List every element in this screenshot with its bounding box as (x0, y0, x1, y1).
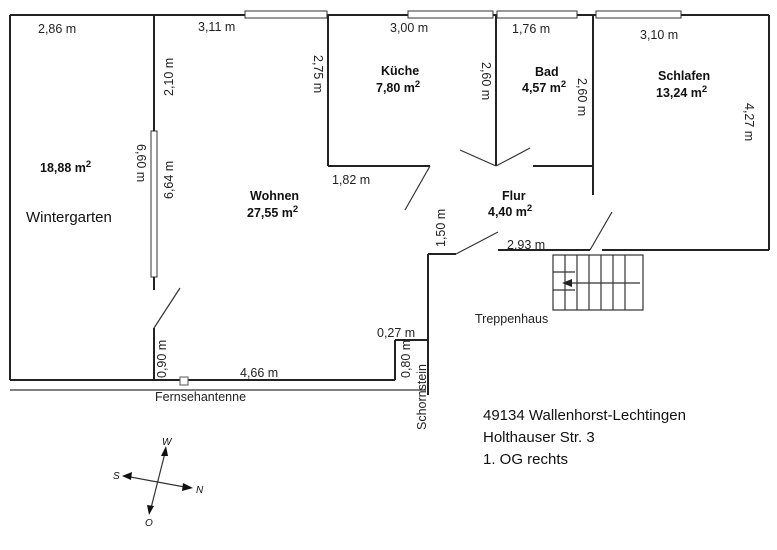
dim-3-10: 3,10 m (640, 28, 678, 42)
stair-arrow-head (562, 279, 572, 287)
treppenhaus-label: Treppenhaus (475, 312, 548, 326)
windows (150, 10, 682, 278)
dim-2-60-kueche: 2,60 m (479, 62, 493, 100)
room-kueche-name: Küche (381, 64, 419, 78)
compass-w: W (162, 437, 173, 448)
dim-3-11: 3,11 m (198, 20, 235, 34)
room-labels: 18,88 m2 Wintergarten Wohnen 27,55 m2 Kü… (26, 64, 710, 226)
dim-2-86: 2,86 m (38, 22, 76, 36)
room-wohnen-area: 27,55 m2 (247, 204, 298, 220)
dim-4-27: 4,27 m (742, 103, 756, 141)
compass-icon: W S N O (113, 437, 204, 529)
address-line-2: Holthauser Str. 3 (483, 429, 595, 446)
schornstein-label: Schornstein (415, 364, 429, 430)
dim-0-80: 0,80 m (399, 340, 413, 378)
dim-3-00: 3,00 m (390, 21, 428, 35)
fernsehantenne-label: Fernsehantenne (155, 390, 246, 404)
dim-1-82: 1,82 m (332, 173, 370, 187)
room-wintergarten-name: Wintergarten (26, 209, 112, 226)
dim-6-64: 6,64 m (162, 161, 176, 199)
dim-2-60-bad: 2,60 m (575, 78, 589, 116)
room-flur-area: 4,40 m2 (488, 203, 532, 219)
compass-o: O (145, 518, 153, 529)
room-wohnen-name: Wohnen (250, 189, 299, 203)
dim-2-93: 2,93 m (507, 238, 545, 252)
dim-0-27: 0,27 m (377, 326, 415, 340)
room-bad-name: Bad (535, 65, 559, 79)
dim-2-10: 2,10 m (162, 58, 176, 96)
room-schlafen-name: Schlafen (658, 69, 710, 83)
compass-n: N (196, 485, 204, 496)
room-bad-area: 4,57 m2 (522, 79, 566, 95)
compass-s: S (113, 471, 120, 482)
dim-1-76: 1,76 m (512, 22, 550, 36)
room-wintergarten-area: 18,88 m2 (40, 159, 91, 175)
dim-6-60: 6,60 m (134, 144, 148, 182)
dim-1-50: 1,50 m (434, 209, 448, 247)
room-kueche-area: 7,80 m2 (376, 79, 420, 95)
antenna-marker (179, 376, 189, 386)
room-flur-name: Flur (502, 189, 526, 203)
address-line-1: 49134 Wallenhorst-Lechtingen (483, 407, 686, 424)
address-line-3: 1. OG rechts (483, 451, 568, 468)
address-block: 49134 Wallenhorst-Lechtingen Holthauser … (483, 407, 686, 468)
dimension-labels: 2,86 m 3,11 m 3,00 m 1,76 m 3,10 m 2,10 … (38, 20, 756, 380)
dim-0-90: 0,90 m (155, 340, 169, 378)
dim-4-66: 4,66 m (240, 366, 278, 380)
room-schlafen-area: 13,24 m2 (656, 84, 707, 100)
staircase (552, 254, 644, 311)
interior-walls (153, 15, 769, 395)
dim-2-75: 2,75 m (311, 55, 325, 93)
